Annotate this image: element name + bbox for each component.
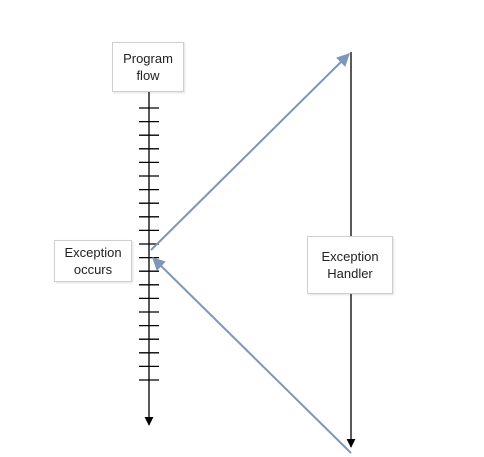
exception-handler-label-line1: Exception <box>321 249 379 264</box>
exception-handler-label: Exception Handler <box>307 236 393 294</box>
exception-occurs-label-line1: Exception <box>64 245 122 260</box>
exception-occurs-label: Exception occurs <box>54 240 132 282</box>
jump-to-handler-arrow <box>150 53 350 251</box>
exception-occurs-label-line2: occurs <box>73 262 113 277</box>
program-flow-label-line1: Program <box>123 51 173 66</box>
exception-handler-label-line2: Handler <box>327 266 373 281</box>
program-flow-label-line2: flow <box>136 68 160 83</box>
program-flow-label: Program flow <box>112 42 184 92</box>
return-from-handler-arrow <box>152 257 352 454</box>
